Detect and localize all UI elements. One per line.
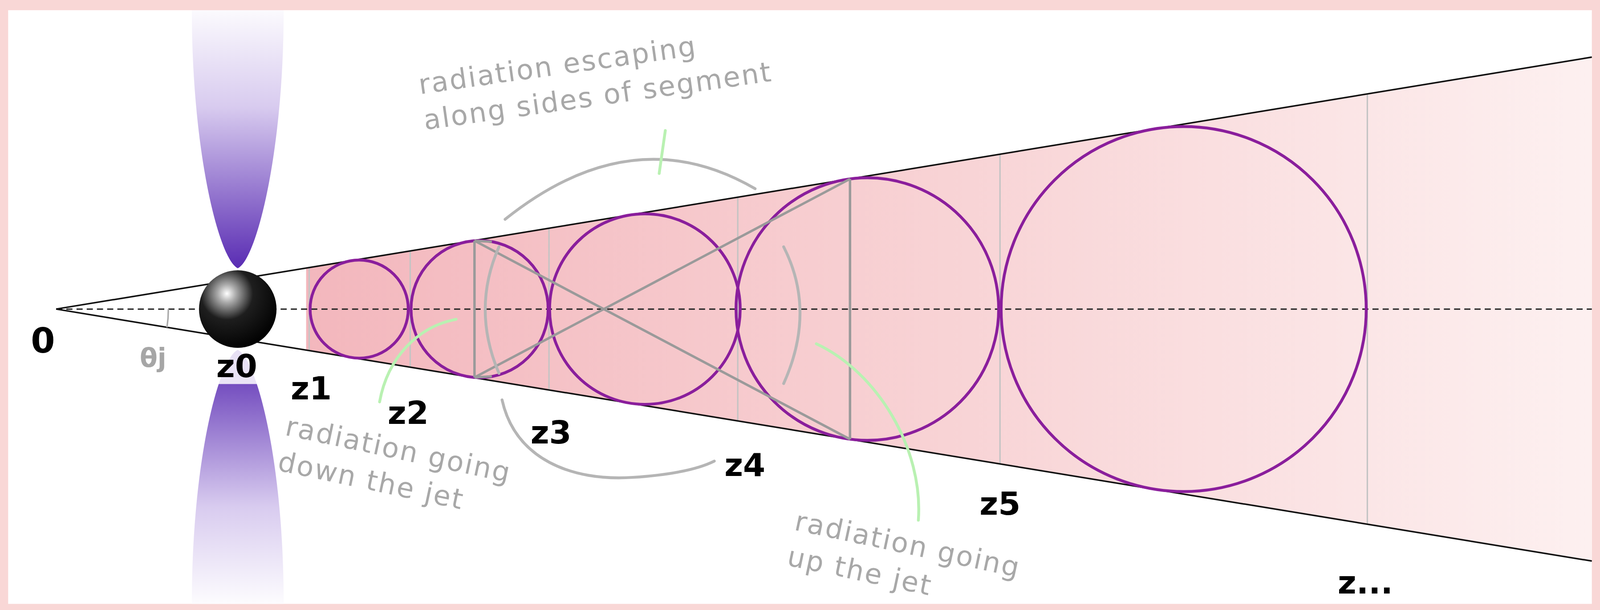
segment-circle — [1001, 126, 1367, 492]
radiation-arc — [502, 399, 715, 478]
position-label: z0 — [212, 348, 261, 384]
position-label: z3 — [530, 414, 572, 451]
radiation-arc — [505, 159, 756, 220]
segment-circle — [410, 240, 549, 378]
label-anchor: θj — [139, 344, 167, 373]
black-hole — [198, 270, 277, 348]
label-anchor: radiation escaping along sides of segmen… — [416, 18, 776, 139]
label-anchor: 0 — [30, 321, 55, 361]
radiation-geometry — [474, 178, 850, 440]
position-label: z2 — [387, 395, 429, 431]
lower-jet — [191, 349, 284, 604]
label-anchor: z5 — [979, 486, 1021, 522]
segment-circle — [310, 259, 409, 358]
label-anchor: z2 — [387, 395, 429, 431]
leader-line — [379, 319, 457, 403]
label-anchor: z0 — [212, 348, 261, 384]
radiation-arc — [783, 246, 800, 384]
annotation-text: radiation escaping along sides of segmen… — [416, 18, 776, 139]
label-anchor: z3 — [530, 414, 572, 451]
segment-circle — [549, 213, 741, 405]
radiation-line — [474, 240, 850, 440]
radiation-line — [474, 376, 492, 378]
leader-line — [816, 343, 919, 520]
radiation-line — [473, 240, 476, 378]
radiation-line — [474, 178, 850, 378]
position-label: z1 — [290, 371, 332, 407]
angle-arc — [166, 308, 169, 328]
radiation-arcs — [485, 159, 800, 478]
radiation-line — [848, 178, 852, 440]
radiation-arc — [485, 246, 500, 374]
radiation-line — [474, 240, 492, 242]
jet-axis — [56, 308, 1592, 310]
position-label: z4 — [724, 447, 766, 484]
position-label: z... — [1337, 564, 1393, 601]
label-anchor: z1 — [290, 371, 332, 407]
segment-circles — [310, 126, 1367, 492]
origin-label: 0 — [30, 321, 55, 361]
label-anchor: z4 — [724, 447, 766, 484]
position-label: z5 — [979, 486, 1021, 522]
upper-jet — [191, 10, 284, 269]
angle-label: θj — [139, 344, 167, 373]
leader-line — [659, 130, 666, 174]
label-anchor: z... — [1337, 564, 1393, 601]
